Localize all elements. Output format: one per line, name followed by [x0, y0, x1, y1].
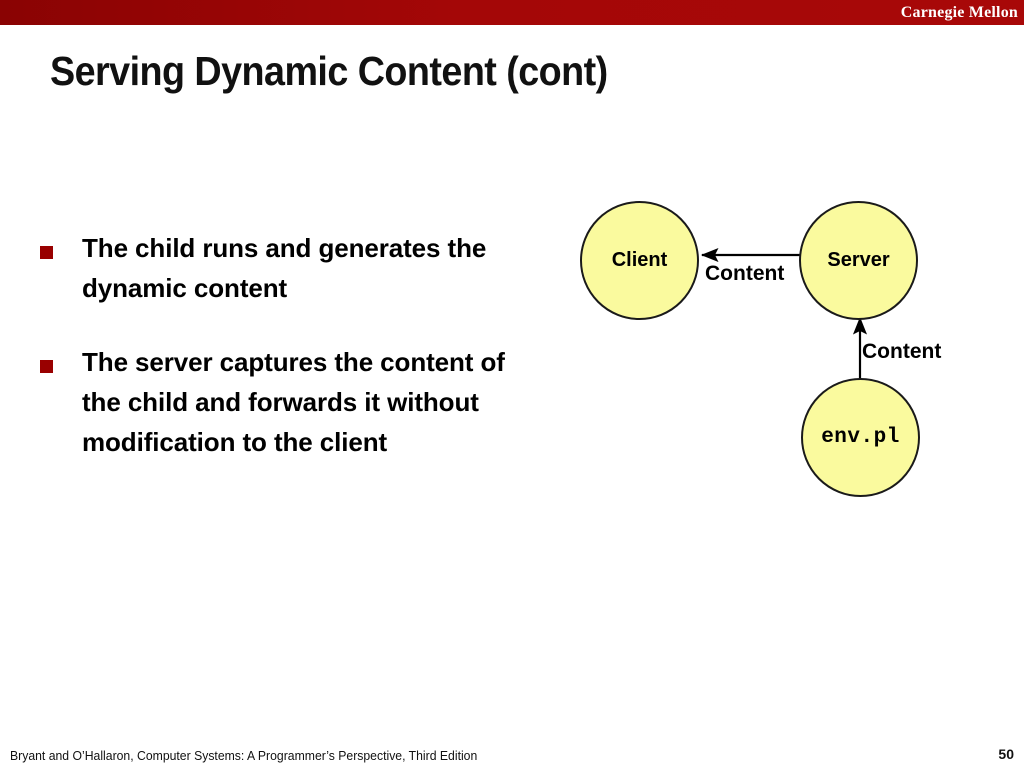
square-bullet-icon: [40, 246, 53, 259]
bullet-item-child-runs: The child runs and generates the dynamic…: [40, 228, 530, 308]
page-title: Serving Dynamic Content (cont): [50, 48, 608, 94]
node-label-envpl: env.pl: [821, 426, 900, 449]
dynamic-content-diagram: Client Server env.pl Content Content: [560, 190, 980, 520]
bullet-list: The child runs and generates the dynamic…: [40, 228, 530, 496]
edge-label-server-to-client: Content: [705, 262, 785, 285]
carnegie-mellon-brand: Carnegie Mellon: [900, 4, 1018, 21]
bullet-text: The child runs and generates the dynamic…: [82, 233, 487, 303]
diagram-node-server[interactable]: Server: [799, 201, 918, 320]
diagram-arrow-layer: [700, 247, 868, 380]
square-bullet-icon: [40, 360, 53, 373]
footer-citation: Bryant and O’Hallaron, Computer Systems:…: [10, 748, 478, 763]
bullet-item-server-captures: The server captures the content of the c…: [40, 342, 530, 462]
header-band-gradient: [0, 0, 1024, 25]
node-label-server: Server: [827, 249, 890, 271]
slide-page-number: 50: [998, 746, 1014, 762]
node-label-client: Client: [611, 249, 668, 271]
diagram-node-client[interactable]: Client: [580, 201, 699, 320]
edge-label-envpl-to-server: Content: [862, 340, 942, 363]
diagram-node-envpl[interactable]: env.pl: [801, 378, 920, 497]
header-band: Carnegie Mellon: [0, 0, 1024, 25]
bullet-text: The server captures the content of the c…: [82, 347, 505, 457]
